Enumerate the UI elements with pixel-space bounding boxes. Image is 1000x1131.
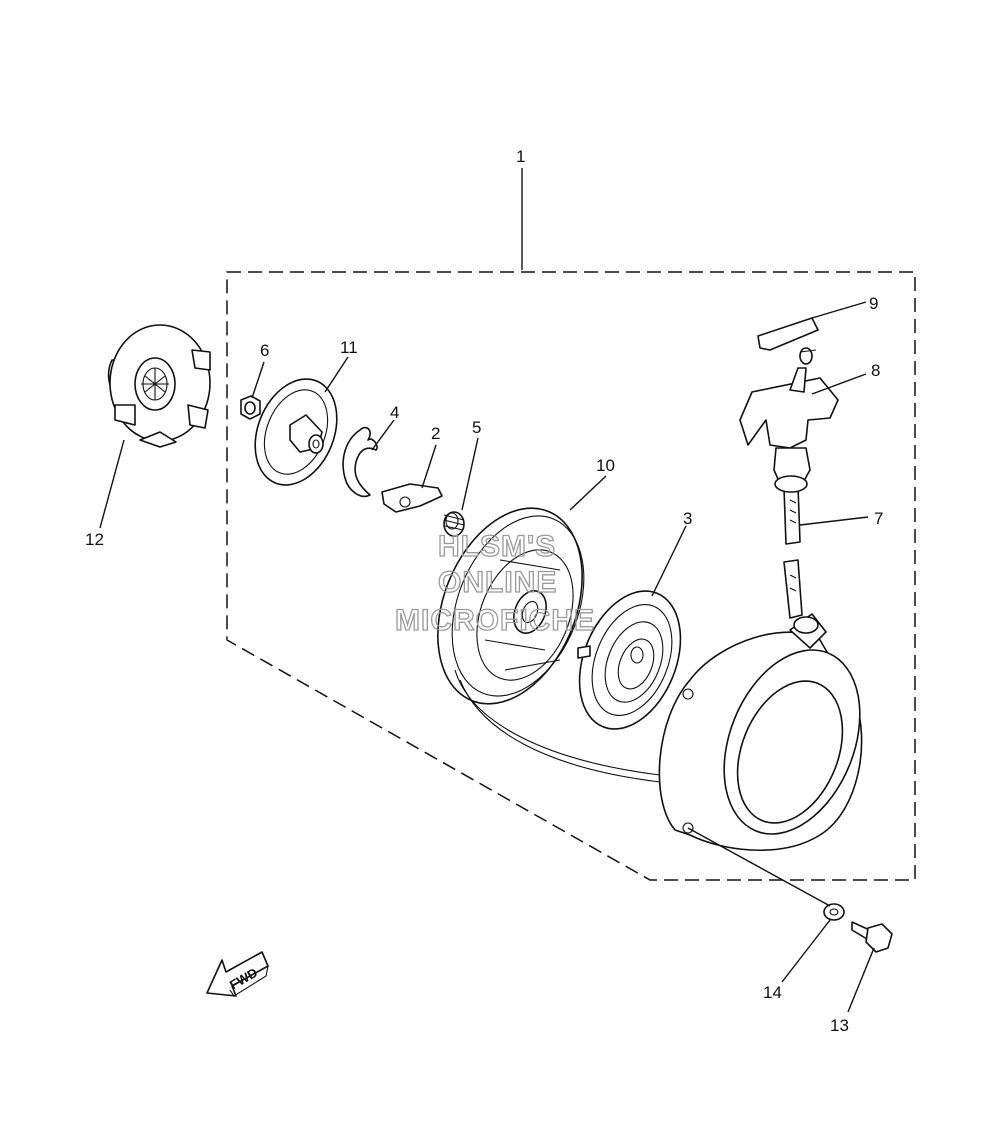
- part-9-handle-cap[interactable]: [757, 317, 819, 351]
- part-8-starter-handle[interactable]: [739, 347, 839, 493]
- watermark-line-2: ONLINE: [438, 566, 557, 599]
- part-12-drive-cup[interactable]: [107, 324, 211, 448]
- part-3-spiral-spring[interactable]: [560, 576, 699, 744]
- callout-14: 14: [763, 983, 782, 1002]
- callout-7: 7: [874, 509, 883, 528]
- callout-12: 12: [85, 530, 104, 549]
- part-11-friction-plate[interactable]: [240, 367, 352, 497]
- part-7-starter-rope[interactable]: [783, 485, 803, 619]
- callout-4: 4: [390, 403, 399, 422]
- callout-5: 5: [472, 418, 481, 437]
- watermark-line-3: MICROFICHE: [395, 604, 595, 637]
- part-14-washer[interactable]: [823, 903, 845, 921]
- callout-11: 11: [340, 338, 358, 357]
- callout-6: 6: [260, 341, 269, 360]
- callout-8: 8: [871, 361, 880, 380]
- part-5-return-spring[interactable]: [443, 511, 465, 537]
- part-6-nut[interactable]: [240, 395, 261, 420]
- callout-labels: 1 2 3 4 5 6 7 8 9 10 11 12 13 14: [85, 147, 883, 1035]
- watermark-line-1: HLSM'S: [438, 530, 556, 563]
- part-4-spring-clip[interactable]: [342, 426, 378, 497]
- part-13-bolt[interactable]: [851, 921, 893, 953]
- callout-3: 3: [683, 509, 692, 528]
- callout-2: 2: [431, 424, 440, 443]
- callout-1: 1: [516, 147, 525, 166]
- callout-10: 10: [596, 456, 615, 475]
- callout-13: 13: [830, 1016, 849, 1035]
- part-2-ratchet-pawl[interactable]: [381, 483, 443, 513]
- fwd-arrow: FWD: [206, 951, 269, 997]
- callout-9: 9: [869, 294, 878, 313]
- starter-case[interactable]: [658, 613, 885, 854]
- leader-lines: [99, 168, 875, 1013]
- watermark: HLSM'S ONLINE MICROFICHE: [394, 529, 595, 637]
- part-10-rope-reel[interactable]: [411, 487, 661, 783]
